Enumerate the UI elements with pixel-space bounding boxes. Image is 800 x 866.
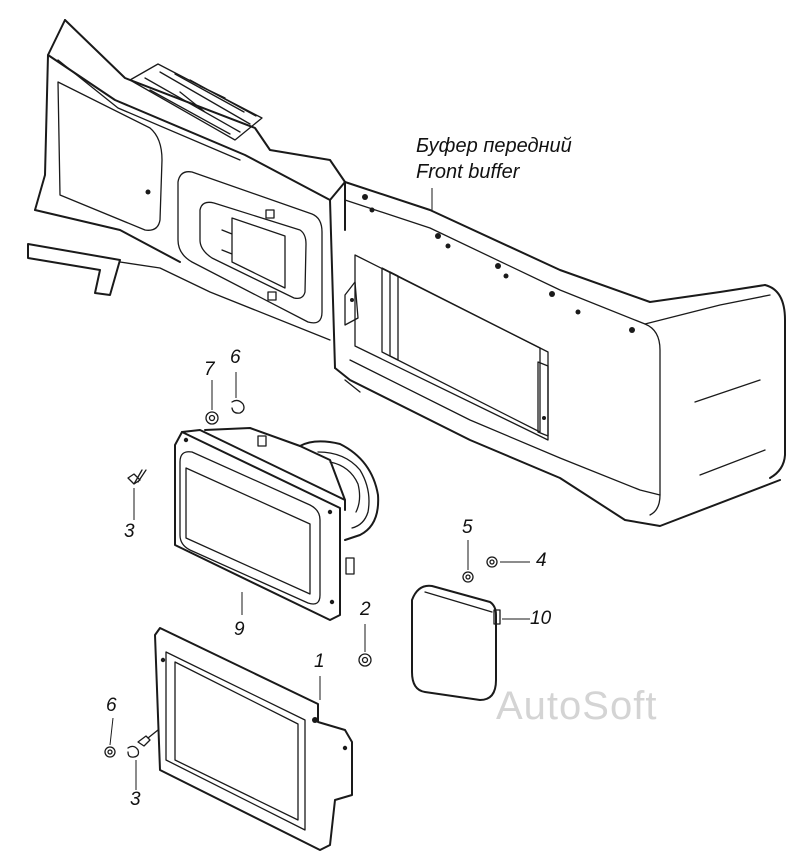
mounting-frame	[154, 627, 353, 851]
callout-10: 10	[530, 608, 552, 629]
callout-1: 1	[314, 651, 325, 672]
callout-7: 7	[204, 359, 215, 380]
callout-4: 4	[536, 550, 547, 571]
title-ru: Буфер передний	[416, 135, 572, 157]
front-bumper	[27, 19, 786, 527]
callout-6-bottom: 6	[106, 695, 117, 716]
callout-5: 5	[462, 517, 473, 538]
watermark: AutoSoft	[496, 684, 658, 728]
title-en: Front buffer	[416, 161, 520, 183]
callout-3-bottom: 3	[130, 789, 141, 810]
callout-9: 9	[234, 619, 245, 640]
callout-2: 2	[360, 599, 371, 620]
headlamp-assembly	[174, 427, 380, 621]
callout-3-top: 3	[124, 521, 135, 542]
callout-6-top: 6	[230, 347, 241, 368]
side-marker-lamp	[411, 584, 501, 701]
fasteners	[104, 399, 498, 758]
leader-lines	[109, 188, 530, 790]
